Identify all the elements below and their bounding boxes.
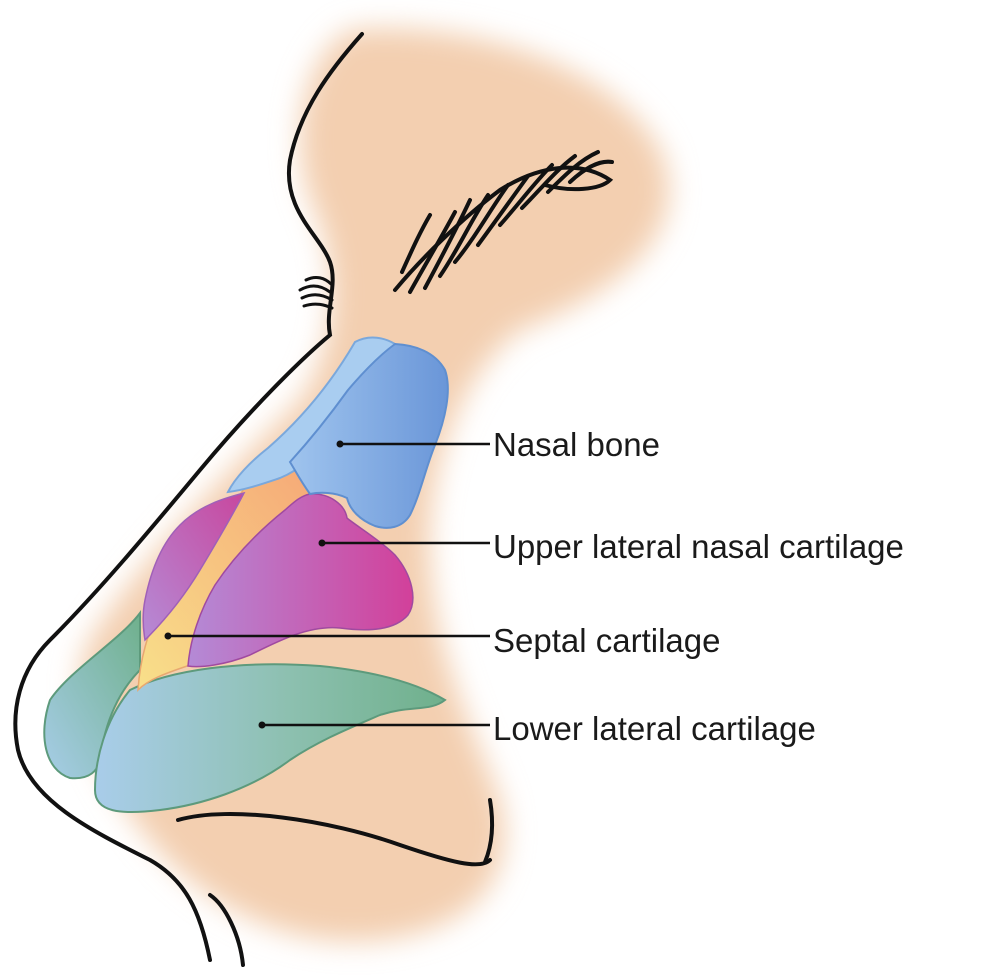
eyelashes-icon bbox=[300, 277, 332, 308]
label-nasal-bone: Nasal bone bbox=[493, 428, 660, 461]
label-septal-cartilage: Septal cartilage bbox=[493, 624, 720, 657]
leader-dot-septal bbox=[165, 633, 172, 640]
leader-dot-lower-lateral bbox=[259, 722, 266, 729]
leader-dot-nasal-bone bbox=[337, 441, 344, 448]
label-lower-lateral-cartilage: Lower lateral cartilage bbox=[493, 712, 816, 745]
label-upper-lateral-nasal-cartilage: Upper lateral nasal cartilage bbox=[493, 530, 904, 563]
leader-dot-upper-lateral bbox=[319, 540, 326, 547]
